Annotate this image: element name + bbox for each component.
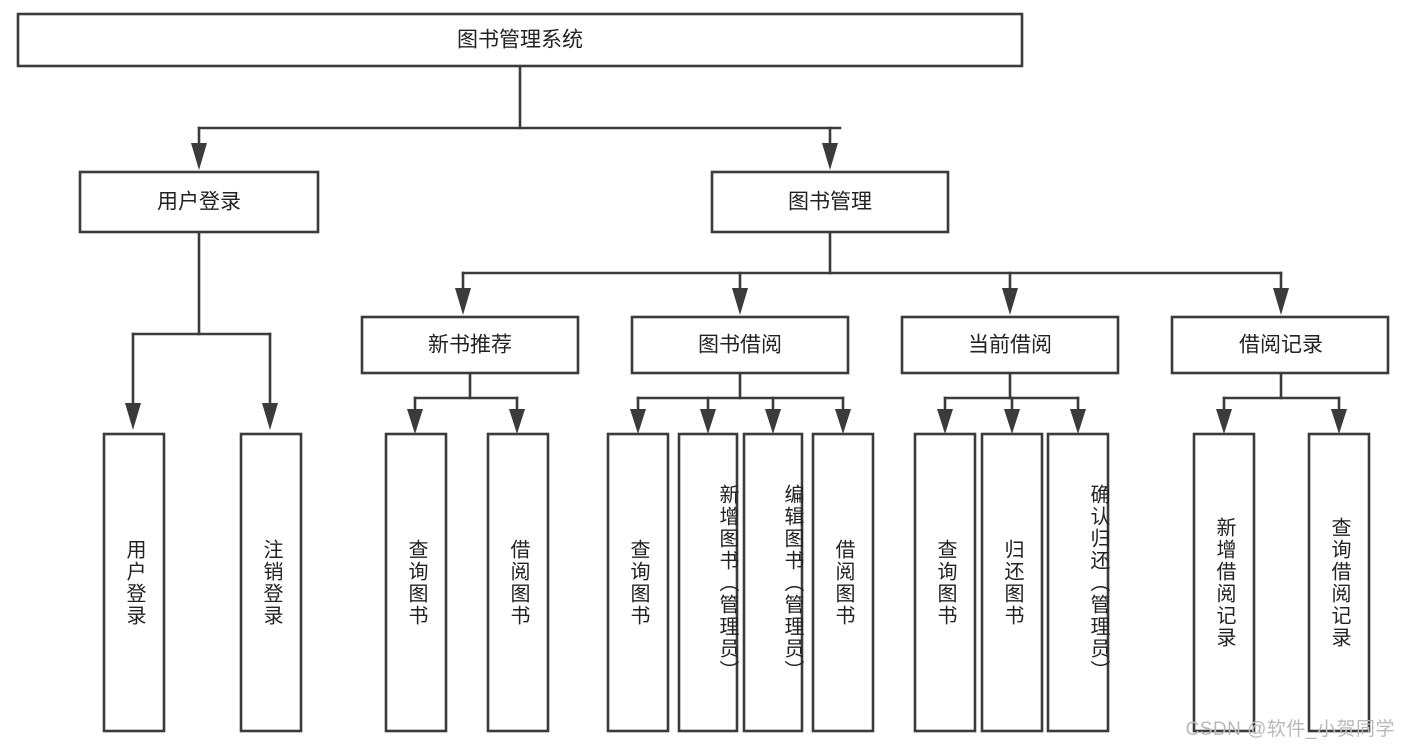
node-book-borrow[interactable]: 图书借阅 xyxy=(630,315,850,375)
arrow-head-icon xyxy=(191,143,207,170)
leaf-box-query-book-2[interactable] xyxy=(606,432,670,733)
node-book-borrow-label: 图书借阅 xyxy=(698,334,782,357)
leaf-box-edit-book[interactable] xyxy=(742,432,804,733)
leaf-box-borrow-book-1[interactable] xyxy=(486,432,550,733)
connector-currentborrow-to-leaves xyxy=(937,373,1086,434)
arrow-head-icon xyxy=(835,409,851,434)
connector-newbook-to-leaves xyxy=(407,373,525,434)
leaf-boxes xyxy=(102,432,1371,733)
leaf-box-confirm-return[interactable] xyxy=(1046,432,1110,733)
arrow-head-icon xyxy=(1002,288,1018,315)
node-book-management-label: 图书管理 xyxy=(788,191,872,214)
arrow-head-icon xyxy=(1216,409,1232,434)
arrow-head-icon xyxy=(822,143,838,170)
watermark: CSDN @软件_小贺同学 xyxy=(1185,719,1395,740)
leaf-box-query-record[interactable] xyxy=(1307,432,1371,733)
node-borrow-record[interactable]: 借阅记录 xyxy=(1170,315,1390,375)
arrow-head-icon xyxy=(937,409,953,434)
leaf-box-add-record[interactable] xyxy=(1192,432,1256,733)
connector-root-to-level2 xyxy=(191,64,842,170)
node-root-label: 图书管理系统 xyxy=(457,29,583,52)
connector-userlogin-to-leaves xyxy=(125,231,278,430)
arrow-head-icon xyxy=(1331,409,1347,434)
leaf-box-return-book[interactable] xyxy=(980,432,1044,733)
leaf-box-borrow-book-2[interactable] xyxy=(811,432,875,733)
leaf-box-user-login[interactable] xyxy=(102,432,166,733)
leaf-box-query-book-1[interactable] xyxy=(384,432,448,733)
node-current-borrow[interactable]: 当前借阅 xyxy=(900,315,1120,375)
connector-bookborrow-to-leaves xyxy=(630,373,851,434)
arrow-head-icon xyxy=(630,409,646,434)
connector-borrowrecord-to-leaves xyxy=(1216,373,1347,434)
node-user-login-label: 用户登录 xyxy=(157,191,241,214)
arrow-head-icon xyxy=(1070,409,1086,434)
arrow-head-icon xyxy=(125,403,141,430)
arrow-head-icon xyxy=(262,403,278,430)
leaf-box-logout[interactable] xyxy=(239,432,303,733)
node-user-login[interactable]: 用户登录 xyxy=(78,170,320,234)
arrow-head-icon xyxy=(509,409,525,434)
leaf-box-add-book[interactable] xyxy=(677,432,739,733)
connector-bookmanagement-to-level3 xyxy=(455,231,1289,315)
node-root-system[interactable]: 图书管理系统 xyxy=(16,12,1024,68)
arrow-head-icon xyxy=(700,409,716,434)
arrow-head-icon xyxy=(1273,288,1289,315)
node-book-management[interactable]: 图书管理 xyxy=(710,170,950,234)
node-current-borrow-label: 当前借阅 xyxy=(968,334,1052,357)
arrow-head-icon xyxy=(1004,409,1020,434)
node-new-book-recommend[interactable]: 新书推荐 xyxy=(360,315,580,375)
arrow-head-icon xyxy=(765,409,781,434)
arrow-head-icon xyxy=(407,409,423,434)
arrow-head-icon xyxy=(732,288,748,315)
node-new-book-recommend-label: 新书推荐 xyxy=(428,334,512,357)
node-borrow-record-label: 借阅记录 xyxy=(1239,334,1323,357)
leaf-box-query-book-3[interactable] xyxy=(913,432,977,733)
arrow-head-icon xyxy=(455,288,471,315)
